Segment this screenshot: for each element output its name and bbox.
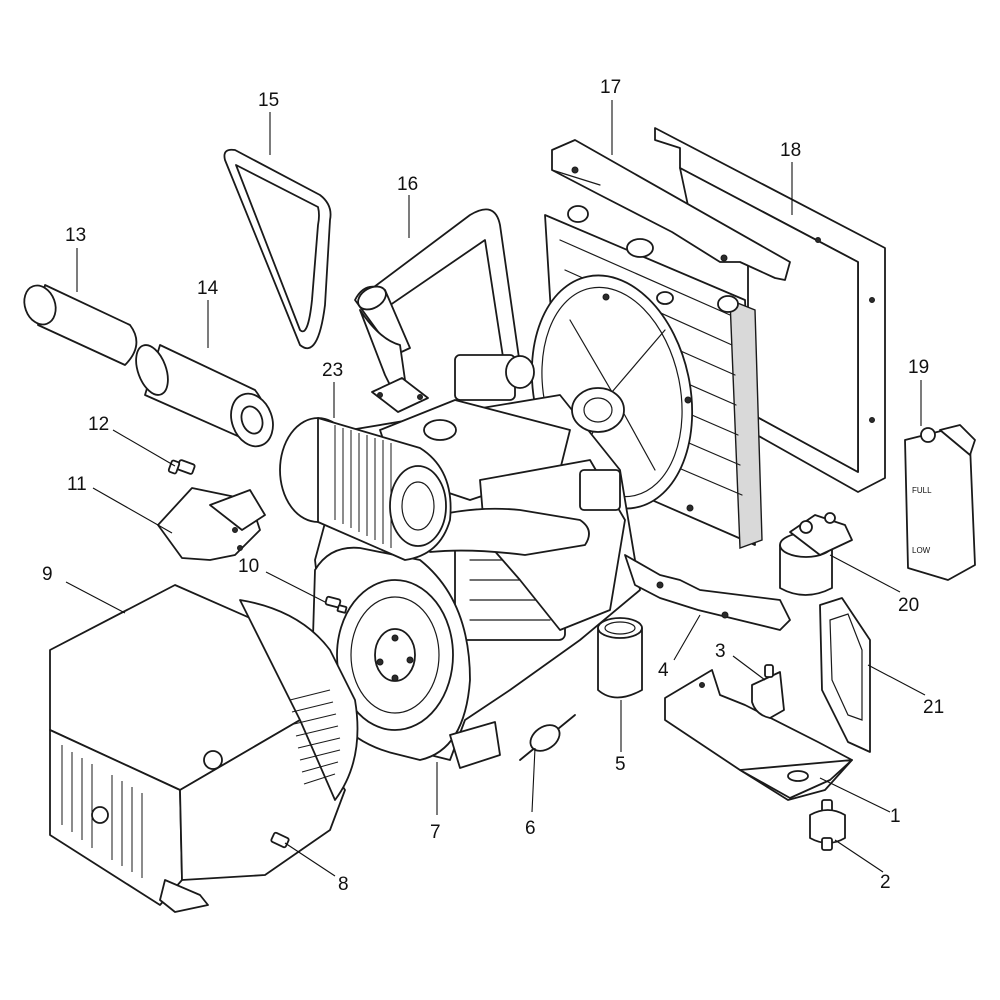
callout-14: 14 (197, 278, 219, 299)
screws (324, 595, 348, 614)
alternator-fins (289, 689, 341, 785)
expansion-tank: FULL LOW (904, 424, 976, 581)
oil-filter (597, 617, 643, 699)
base-plate (624, 554, 791, 631)
rubber-mount (809, 799, 846, 851)
callout-19: 19 (908, 357, 929, 378)
callout-4: 4 (658, 660, 669, 681)
callout-13: 13 (65, 225, 86, 246)
callout-20: 20 (898, 595, 919, 616)
filter-element (135, 344, 274, 448)
alternator-grille (61, 745, 143, 878)
sensor (751, 664, 785, 719)
callout-17: 17 (600, 77, 621, 98)
alternator (49, 584, 359, 913)
callout-9: 9 (42, 564, 53, 585)
callout-2: 2 (880, 872, 891, 893)
callout-5: 5 (615, 754, 626, 775)
support-tray (664, 669, 853, 801)
callout-8: 8 (338, 874, 349, 895)
bolt (167, 459, 196, 475)
side-bracket (819, 597, 871, 753)
mounting-bracket (157, 487, 266, 561)
callout-21: 21 (923, 697, 944, 718)
callout-7: 7 (430, 822, 441, 843)
callout-16: 16 (397, 174, 418, 195)
callout-6: 6 (525, 818, 536, 839)
callout-23: 23 (322, 360, 343, 381)
hose-segment (23, 284, 138, 366)
fuel-filter (519, 714, 576, 761)
leader-lines (65, 100, 926, 877)
callout-11: 11 (67, 474, 87, 495)
air-filter-ribs (334, 425, 392, 548)
callout-15: 15 (258, 90, 279, 111)
callout-1: 1 (890, 806, 901, 827)
intake-pipe (354, 208, 521, 413)
callout-labels: 1 2 3 4 5 6 7 8 9 10 11 12 13 14 15 16 1… (42, 77, 944, 895)
screw (270, 831, 290, 849)
tank-full-mark: FULL (912, 486, 932, 495)
v-belt (223, 148, 332, 350)
top-bracket (551, 139, 791, 281)
fuel-filter-assembly (779, 512, 853, 596)
callout-18: 18 (780, 140, 801, 161)
callout-12: 12 (88, 414, 109, 435)
tank-low-mark: LOW (912, 546, 931, 555)
air-filter (279, 417, 452, 561)
callout-3: 3 (715, 641, 726, 662)
callout-10: 10 (238, 556, 259, 577)
